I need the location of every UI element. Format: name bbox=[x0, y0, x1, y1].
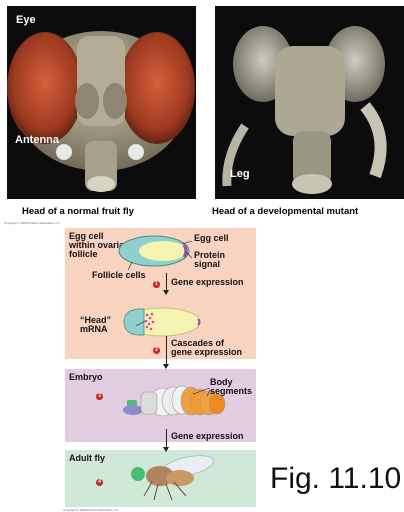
mutant-fly-photo: Leg bbox=[215, 6, 404, 199]
gene-expression-2-label: Gene expression bbox=[171, 432, 244, 441]
figure-label: Fig. 11.10 bbox=[270, 462, 401, 496]
copyright-bottom: Copyright © 2009 Pearson Education, Inc. bbox=[63, 508, 119, 512]
arrow-1-head bbox=[163, 290, 169, 295]
step-4-marker: 4 bbox=[96, 479, 103, 486]
arrow-2 bbox=[166, 336, 167, 366]
eye-label: Eye bbox=[16, 14, 36, 26]
normal-fly-caption: Head of a normal fruit fly bbox=[22, 206, 134, 217]
normal-fly-photo: Eye Antenna bbox=[7, 6, 196, 199]
adult-title: Adult fly bbox=[69, 454, 105, 463]
arrow-2-head bbox=[163, 364, 169, 369]
normal-fly-head-image bbox=[7, 6, 196, 199]
embryo-title: Embryo bbox=[69, 373, 103, 382]
step-2-marker: 2 bbox=[153, 347, 160, 354]
head-mrna-label: “Head” mRNA bbox=[80, 316, 111, 334]
copyright-top: Copyright © 2009 Pearson Education, Inc. bbox=[4, 221, 60, 225]
step-3-marker: 3 bbox=[96, 393, 103, 400]
egg-cell-label: Egg cell bbox=[194, 234, 229, 243]
body-segments-label: Body segments bbox=[210, 378, 252, 396]
antenna-label: Antenna bbox=[15, 134, 59, 146]
protein-signal-label: Protein signal bbox=[194, 251, 225, 269]
mutant-fly-caption: Head of a developmental mutant bbox=[212, 206, 358, 217]
leg-label: Leg bbox=[230, 168, 250, 180]
adult-fly-diagram bbox=[110, 452, 230, 506]
arrow-1 bbox=[166, 273, 167, 291]
gene-expression-1-label: Gene expression bbox=[171, 278, 244, 287]
follicle-cells-label: Follicle cells bbox=[92, 271, 146, 280]
step-1-marker: 1 bbox=[153, 281, 160, 288]
cascades-label: Cascades of gene expression bbox=[171, 339, 242, 357]
